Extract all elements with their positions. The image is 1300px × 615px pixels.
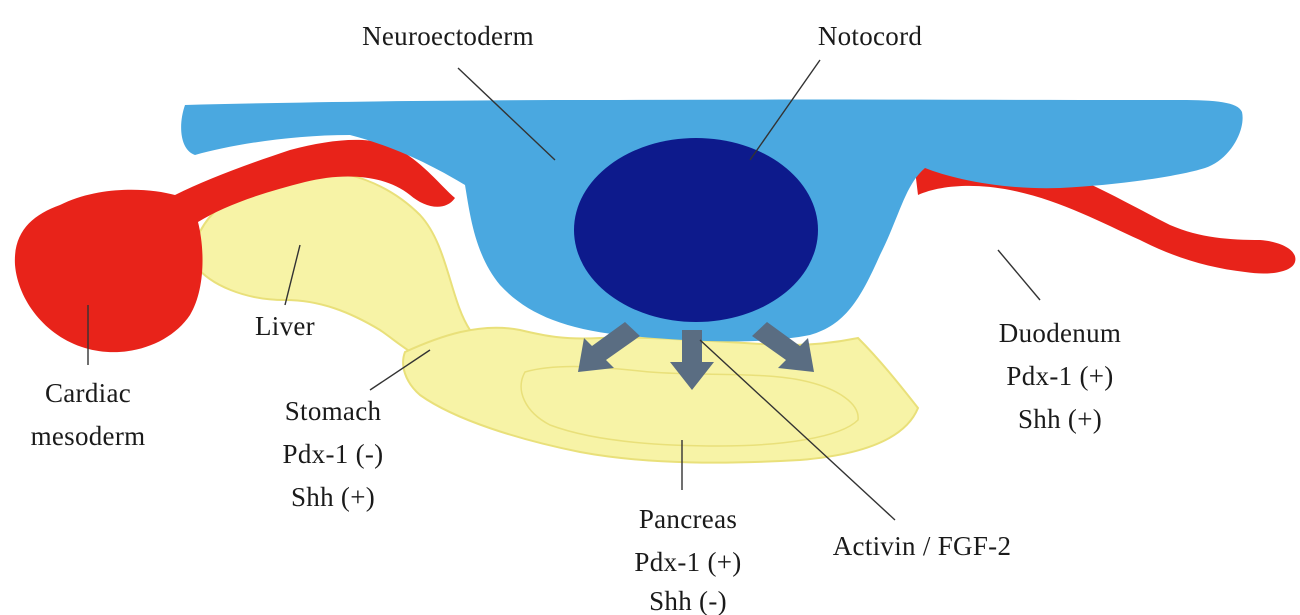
label-duodenum-3: Shh (+) <box>1018 404 1102 434</box>
label-pancreas-1: Pancreas <box>639 504 737 534</box>
label-duodenum-2: Pdx-1 (+) <box>1006 361 1113 391</box>
label-pancreas-2: Pdx-1 (+) <box>634 547 741 577</box>
label-notocord: Notocord <box>818 21 923 51</box>
label-duodenum-1: Duodenum <box>999 318 1121 348</box>
label-cardiac-2: mesoderm <box>31 421 146 451</box>
label-stomach-3: Shh (+) <box>291 482 375 512</box>
label-neuroectoderm: Neuroectoderm <box>362 21 534 51</box>
label-activin-fgf2: Activin / FGF-2 <box>833 531 1012 561</box>
label-cardiac-1: Cardiac <box>45 378 131 408</box>
label-pancreas-3: Shh (-) <box>649 586 727 615</box>
label-liver: Liver <box>255 311 315 341</box>
label-stomach-1: Stomach <box>285 396 382 426</box>
label-stomach-2: Pdx-1 (-) <box>283 439 384 469</box>
leader-duodenum <box>998 250 1040 300</box>
notocord-shape <box>574 138 818 322</box>
